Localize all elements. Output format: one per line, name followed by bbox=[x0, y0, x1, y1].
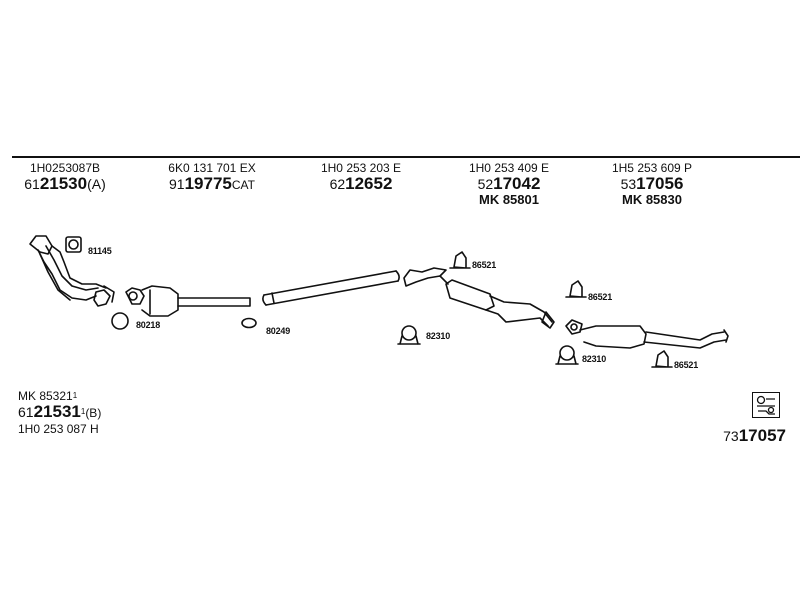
catalytic-converter-drawing[interactable] bbox=[125, 285, 251, 317]
clamp-icon[interactable] bbox=[397, 325, 421, 345]
part-number: 5217042 bbox=[477, 174, 541, 193]
rubber-hanger-icon[interactable] bbox=[651, 350, 673, 368]
middle-pipe-drawing[interactable] bbox=[262, 270, 400, 306]
clamp-icon[interactable] bbox=[555, 345, 579, 365]
sealing-ring-icon[interactable] bbox=[241, 317, 257, 329]
oe-number: 1H0 253 203 E bbox=[320, 161, 402, 175]
part-number: 6121530(A) bbox=[24, 174, 106, 193]
mounting-kit: MK 85801 bbox=[479, 192, 539, 207]
fitting-label: 86521 bbox=[588, 292, 613, 302]
rubber-hanger-icon[interactable] bbox=[449, 251, 471, 269]
part-column-5[interactable]: 1H5 253 609 P 5317056 MK 85830 bbox=[597, 160, 707, 208]
fitting-label: 86521 bbox=[472, 260, 497, 270]
part-number: 6212652 bbox=[329, 174, 393, 193]
fitting-label: 81145 bbox=[88, 246, 112, 256]
mounting-kit: MK 85830 bbox=[622, 192, 682, 207]
oe-number: 1H0253087B bbox=[29, 161, 101, 175]
alternative-front-pipe-block[interactable]: MK 853211 61215311(B) 1H0 253 087 H bbox=[18, 388, 101, 437]
part-column-2[interactable]: 6K0 131 701 EX 9119775CAT bbox=[152, 160, 272, 193]
part-column-4[interactable]: 1H0 253 409 E 5217042 MK 85801 bbox=[454, 160, 564, 208]
fitting-label: 80218 bbox=[136, 320, 161, 330]
oe-number: 6K0 131 701 EX bbox=[168, 161, 256, 175]
exhaust-kit-icon bbox=[752, 392, 780, 418]
middle-silencer-drawing[interactable] bbox=[403, 267, 555, 329]
part-number: 9119775CAT bbox=[169, 174, 255, 193]
fitting-label: 80249 bbox=[266, 326, 291, 336]
rear-silencer-drawing[interactable] bbox=[565, 319, 729, 349]
header-rule bbox=[12, 156, 800, 158]
oe-number: 1H0 253 409 E bbox=[468, 161, 550, 175]
fitting-label: 86521 bbox=[674, 360, 699, 370]
rubber-hanger-icon[interactable] bbox=[565, 280, 587, 298]
gasket-icon[interactable] bbox=[65, 236, 82, 253]
front-pipe-drawing[interactable] bbox=[29, 235, 115, 307]
oe-number: 1H5 253 609 P bbox=[611, 161, 693, 175]
part-column-1[interactable]: 1H0253087B 6121530(A) bbox=[20, 160, 110, 192]
part-number: 61215311(B) bbox=[18, 402, 102, 421]
part-column-3[interactable]: 1H0 253 203 E 6212652 bbox=[306, 160, 416, 192]
oe-number: 1H0 253 087 H bbox=[18, 422, 99, 436]
mounting-kit: MK 853211 bbox=[18, 389, 78, 403]
part-number: 5317056 bbox=[620, 174, 684, 193]
fitting-label: 82310 bbox=[582, 354, 607, 364]
fitting-label: 82310 bbox=[426, 331, 451, 341]
complete-kit-number[interactable]: 7317057 bbox=[723, 426, 786, 445]
sealing-ring-icon[interactable] bbox=[111, 312, 129, 330]
